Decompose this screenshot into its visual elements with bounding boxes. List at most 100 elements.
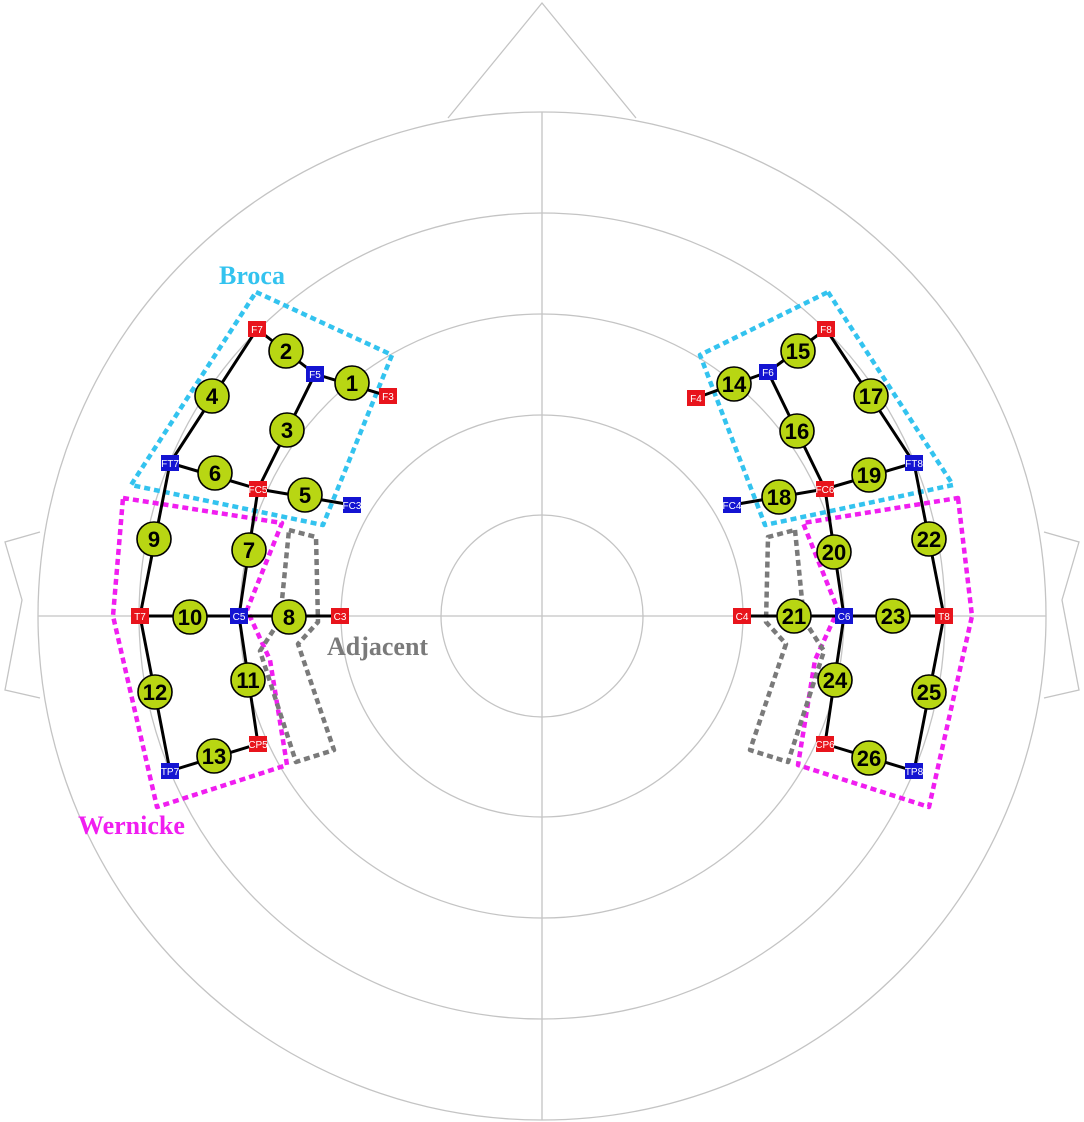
optode-FC6: FC6 (816, 481, 835, 497)
svg-text:16: 16 (785, 419, 809, 444)
optode-F7: F7 (248, 321, 266, 337)
optode-FT7: FT7 (161, 455, 179, 471)
svg-text:C6: C6 (838, 612, 851, 623)
channel-25: 25 (911, 674, 947, 710)
optode-T8: T8 (935, 608, 953, 624)
svg-text:T7: T7 (134, 612, 146, 623)
optode-CP6: CP6 (815, 736, 835, 752)
svg-text:25: 25 (917, 680, 941, 705)
svg-text:C3: C3 (334, 612, 347, 623)
svg-text:21: 21 (782, 604, 806, 629)
svg-text:17: 17 (859, 384, 883, 409)
channel-19: 19 (851, 457, 887, 493)
channel-14: 14 (716, 366, 752, 402)
channel-21: 21 (776, 598, 812, 634)
svg-text:FC4: FC4 (723, 501, 742, 512)
svg-text:13: 13 (202, 744, 226, 769)
svg-text:26: 26 (857, 746, 881, 771)
svg-text:FT8: FT8 (905, 459, 923, 470)
channel-23: 23 (875, 598, 911, 634)
svg-text:4: 4 (206, 384, 219, 409)
channel-10: 10 (172, 599, 208, 635)
svg-text:20: 20 (822, 540, 846, 565)
svg-text:7: 7 (243, 538, 255, 563)
channel-6: 6 (197, 455, 233, 491)
optode-C5: C5 (230, 608, 248, 624)
channel-markers: 1 2 3 4 5 6 7 8 9 10 11 12 13 14 15 16 1… (136, 333, 947, 776)
adjacent-label: Adjacent (327, 632, 428, 661)
channel-3: 3 (269, 412, 305, 448)
wernicke-right-region (795, 495, 975, 810)
svg-text:10: 10 (178, 605, 202, 630)
channel-9: 9 (136, 521, 172, 557)
channel-20: 20 (816, 534, 852, 570)
optode-CP5: CP5 (248, 736, 268, 752)
broca-label: Broca (219, 261, 285, 290)
svg-text:F3: F3 (382, 392, 394, 403)
channel-8: 8 (271, 599, 307, 635)
head-outline (4, 1, 1080, 1121)
optode-C4: C4 (733, 608, 751, 624)
channel-15: 15 (780, 333, 816, 369)
channel-17: 17 (853, 378, 889, 414)
channel-12: 12 (137, 674, 173, 710)
svg-text:5: 5 (299, 483, 311, 508)
channel-4: 4 (194, 378, 230, 414)
wernicke-left-region (110, 495, 290, 810)
adjacent-right-region (747, 527, 827, 765)
svg-text:CP6: CP6 (815, 740, 835, 751)
broca-left-region (128, 289, 395, 528)
optode-F5: F5 (306, 366, 324, 382)
svg-text:1: 1 (346, 371, 358, 396)
svg-text:FT7: FT7 (161, 459, 179, 470)
svg-text:F8: F8 (820, 325, 832, 336)
svg-text:FC6: FC6 (816, 485, 835, 496)
svg-text:12: 12 (143, 680, 167, 705)
channel-1: 1 (334, 365, 370, 401)
svg-text:22: 22 (917, 527, 941, 552)
channel-16: 16 (779, 413, 815, 449)
svg-text:TP7: TP7 (161, 767, 180, 778)
wernicke-label: Wernicke (78, 811, 185, 840)
optode-T7: T7 (131, 608, 149, 624)
channel-7: 7 (231, 532, 267, 568)
svg-text:9: 9 (148, 527, 160, 552)
optode-F3: F3 (379, 388, 397, 404)
channel-5: 5 (287, 477, 323, 513)
svg-text:24: 24 (823, 668, 848, 693)
region-outlines (110, 289, 975, 810)
channel-13: 13 (196, 738, 232, 774)
svg-text:2: 2 (280, 339, 292, 364)
channel-24: 24 (817, 662, 853, 698)
optode-FC3: FC3 (343, 497, 362, 513)
right-ear-shape (1043, 531, 1080, 699)
svg-text:8: 8 (283, 605, 295, 630)
optode-F8: F8 (817, 321, 835, 337)
svg-text:15: 15 (786, 339, 810, 364)
svg-text:FC5: FC5 (249, 485, 268, 496)
optode-F6: F6 (759, 364, 777, 380)
svg-text:F7: F7 (251, 325, 263, 336)
left-ear-shape (4, 531, 41, 699)
channel-18: 18 (761, 479, 797, 515)
svg-text:F5: F5 (309, 370, 321, 381)
optode-C3: C3 (331, 608, 349, 624)
channel-22: 22 (911, 521, 947, 557)
svg-text:6: 6 (209, 461, 221, 486)
channel-26: 26 (851, 740, 887, 776)
adjacent-left-region (257, 527, 337, 765)
optode-F4: F4 (687, 390, 705, 406)
nose-shape (447, 1, 637, 119)
svg-text:11: 11 (236, 668, 259, 693)
optode-TP8: TP8 (905, 763, 924, 779)
optode-FT8: FT8 (905, 455, 923, 471)
svg-text:14: 14 (722, 372, 747, 397)
svg-text:19: 19 (857, 463, 881, 488)
svg-text:CP5: CP5 (248, 740, 268, 751)
svg-text:C4: C4 (736, 612, 749, 623)
optode-FC4: FC4 (723, 497, 742, 513)
channel-2: 2 (268, 333, 304, 369)
svg-text:23: 23 (881, 604, 905, 629)
svg-text:T8: T8 (938, 612, 950, 623)
